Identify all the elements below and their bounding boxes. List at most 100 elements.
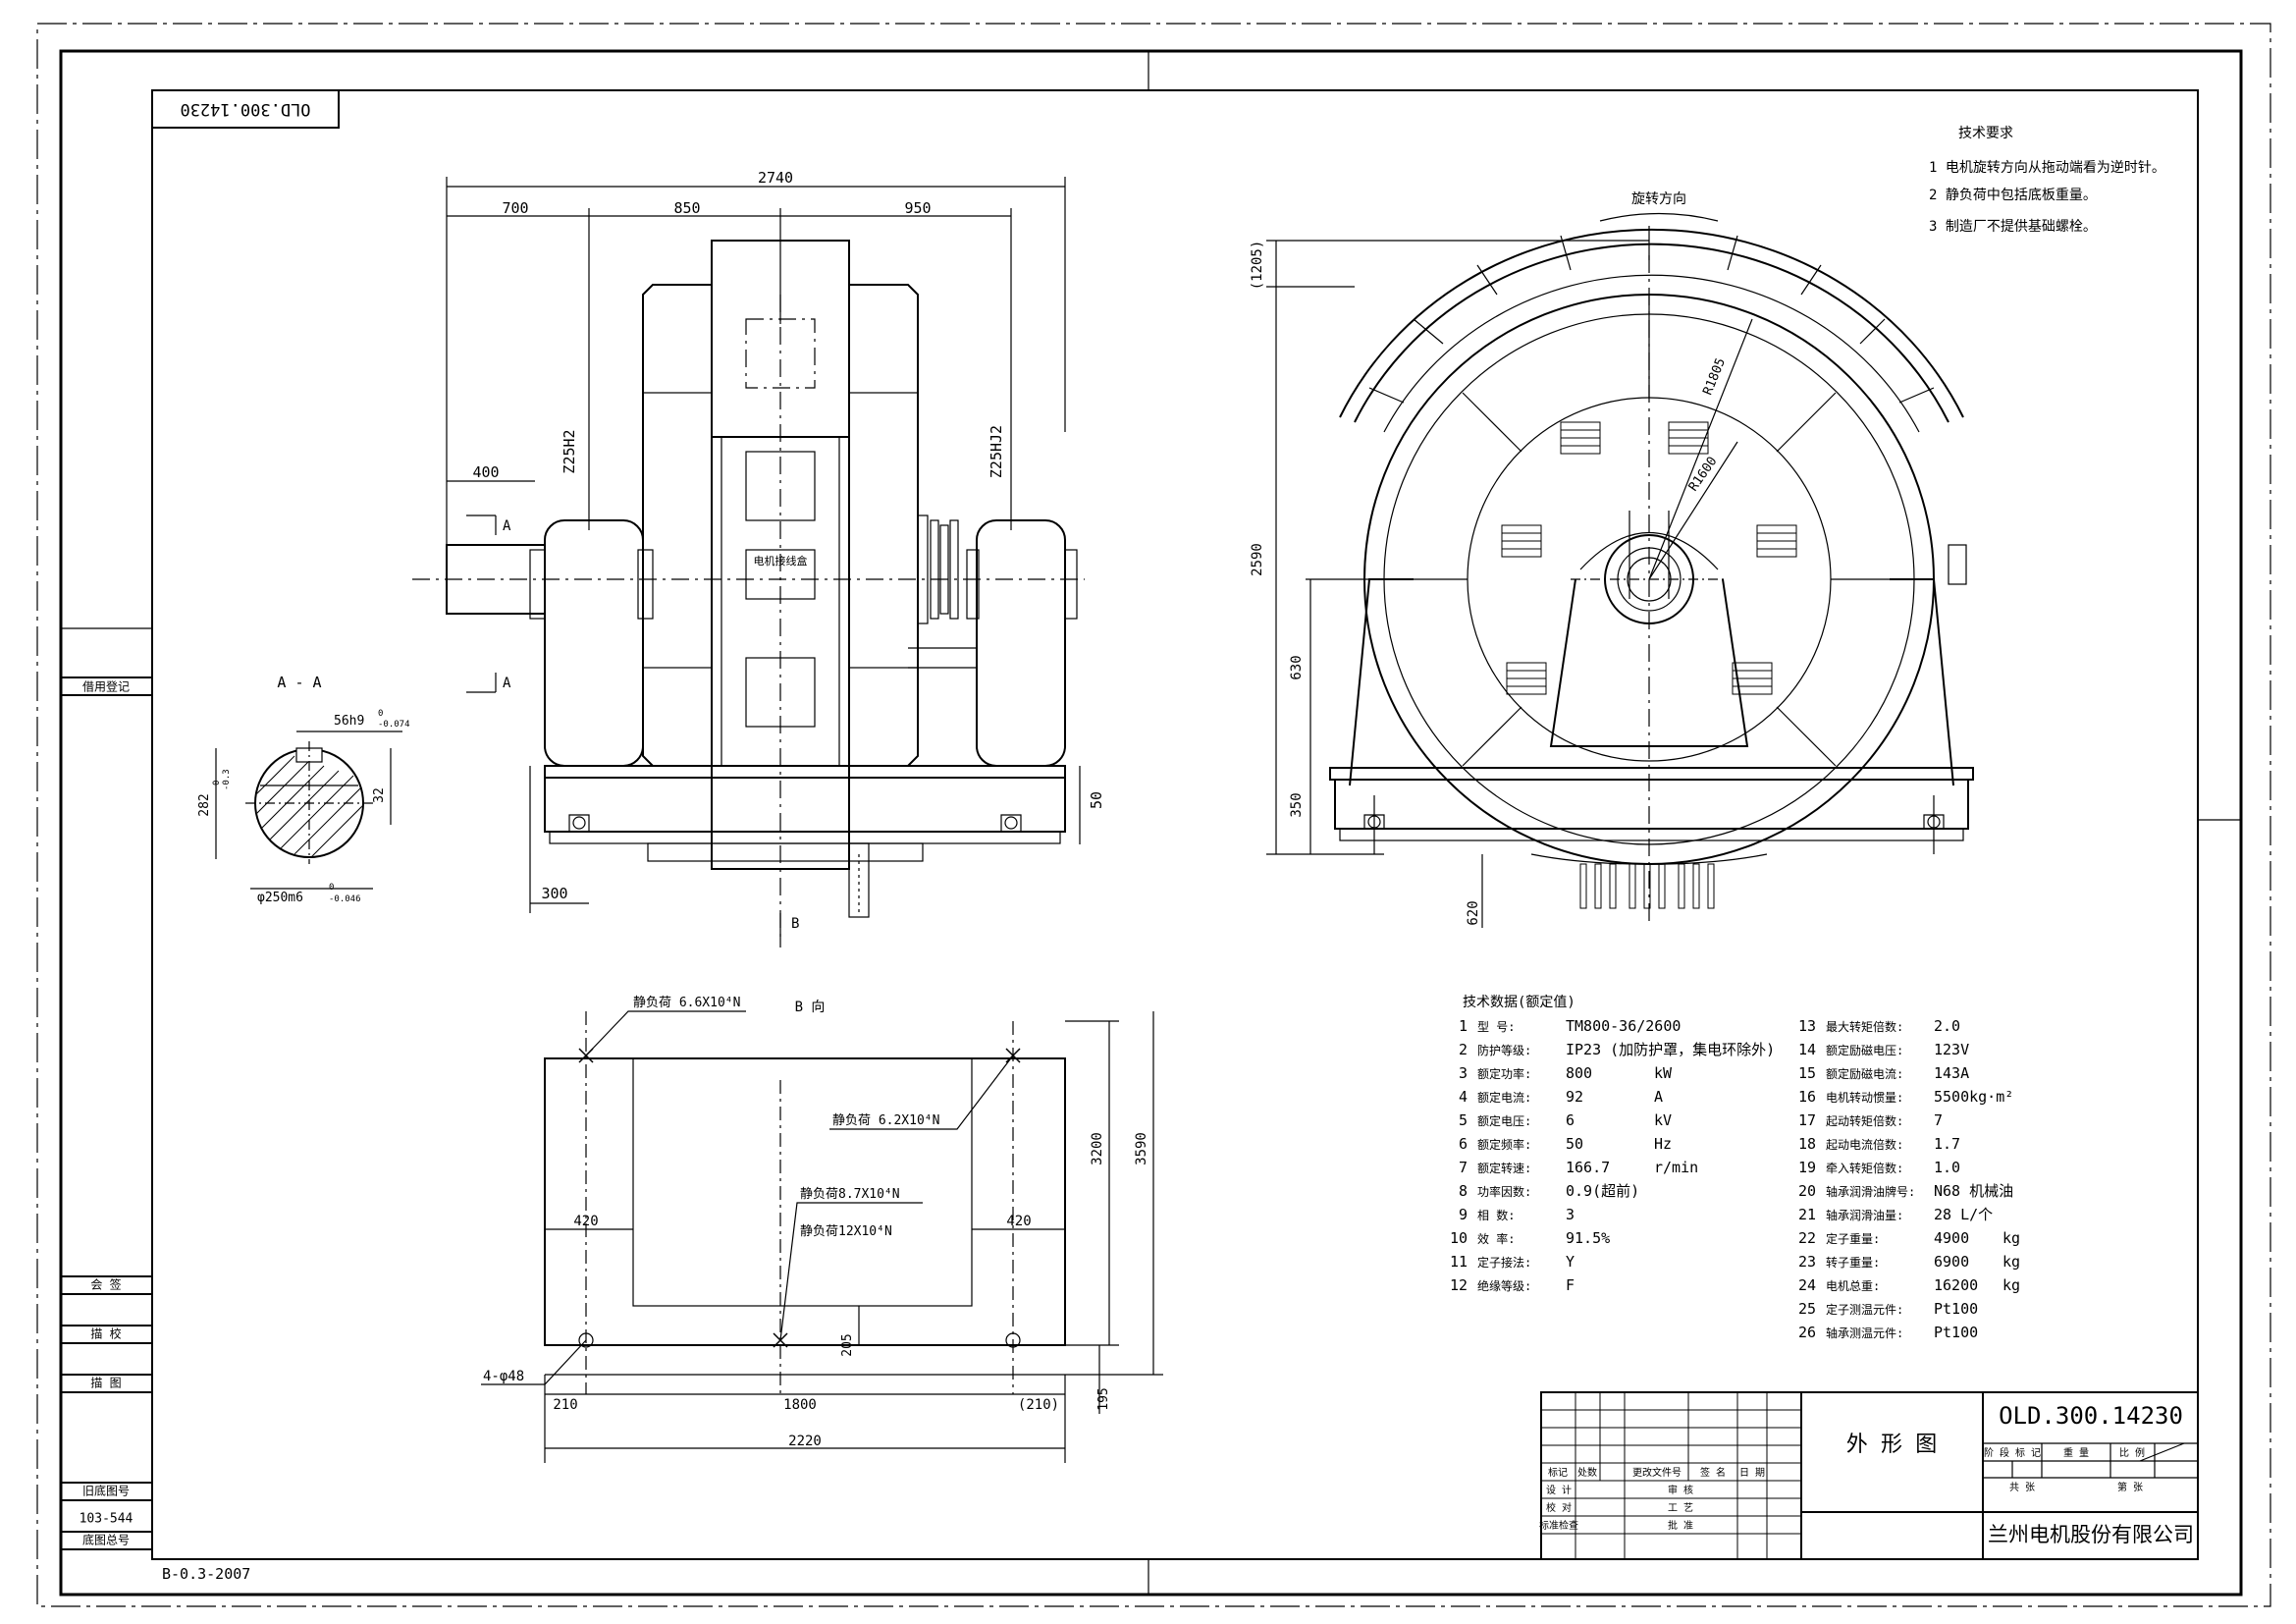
- bearing-right-label: Z25HJ2: [988, 425, 1005, 478]
- tech-data-right-unit: kg: [2002, 1253, 2020, 1271]
- tech-data-title: 技术数据(额定值): [1463, 995, 1575, 1010]
- tech-data-right-no: 25: [1798, 1300, 1816, 1318]
- dim-210: 210: [553, 1397, 577, 1413]
- dim-700: 700: [502, 199, 528, 217]
- dim-1205: (1205): [1250, 241, 1265, 291]
- tech-data-left-name: 绝缘等级:: [1477, 1278, 1531, 1293]
- bearing-left-label: Z25H2: [561, 429, 578, 473]
- sheet-no-label: 第 张: [2117, 1481, 2143, 1493]
- depth-tol-bot: -0.3: [222, 769, 232, 790]
- dim-420-right: 420: [1006, 1214, 1031, 1229]
- tech-data-left-value: IP23 (加防护罩，集电环除外): [1566, 1041, 1775, 1058]
- tech-data-right-value: 5500kg·m²: [1934, 1088, 2013, 1106]
- tech-data-right-value: 2.0: [1934, 1017, 1960, 1035]
- tech-data-right-unit: kg: [2002, 1229, 2020, 1247]
- tech-data-left-unit: r/min: [1654, 1159, 1698, 1176]
- dia-tol-top: 0: [329, 883, 334, 893]
- dim-210b: (210): [1018, 1397, 1059, 1413]
- tech-data-left-no: 5: [1459, 1111, 1468, 1129]
- tech-data-left-name: 额定电流:: [1477, 1090, 1531, 1105]
- sheets-total-label: 共 张: [2009, 1482, 2035, 1493]
- tech-data-left-no: 1: [1459, 1017, 1468, 1035]
- tech-data-right-no: 26: [1798, 1324, 1816, 1341]
- tech-data-left-no: 12: [1450, 1276, 1468, 1294]
- tech-data-right-name: 额定励磁电压:: [1826, 1043, 1903, 1057]
- section-a-a: A - A 56h9 0 -0.074 282 0 -0.3 32 φ250m6…: [197, 674, 410, 905]
- dim-420-left: 420: [573, 1214, 598, 1229]
- tech-data-right-name: 轴承润滑油牌号:: [1826, 1184, 1915, 1199]
- tech-data-right-no: 19: [1798, 1159, 1816, 1176]
- old-number-label: 旧底图号: [82, 1484, 130, 1498]
- tech-data-right-value: 143A: [1934, 1064, 1969, 1082]
- role-process: 工 艺: [1668, 1502, 1693, 1514]
- left-strip: 借用登记 会 签 描 校 描 图 旧底图号 103-544 底图总号: [60, 677, 153, 1550]
- tech-data-left-no: 3: [1459, 1064, 1468, 1082]
- dim-350: 350: [1289, 792, 1305, 817]
- depth-dim: 282: [197, 793, 212, 816]
- tech-data-left-value: Y: [1566, 1253, 1575, 1271]
- tech-data-left-name: 功率因数:: [1477, 1184, 1531, 1199]
- title-drawing-number: OLD.300.14230: [1999, 1402, 2183, 1430]
- tech-data-left-name: 定子接法:: [1477, 1255, 1531, 1270]
- tech-data-right-name: 额定励磁电流:: [1826, 1066, 1903, 1081]
- tech-data-left-value: 0.9(超前): [1566, 1182, 1639, 1200]
- dim-195: 195: [1096, 1387, 1111, 1410]
- drawing-name: 外 形 图: [1846, 1433, 1938, 1457]
- tech-req-item-2: 2 静负荷中包括底板重量。: [1929, 188, 2097, 203]
- company-name: 兰州电机股份有限公司: [1988, 1523, 2194, 1546]
- tech-data-right-no: 14: [1798, 1041, 1816, 1058]
- tech-data-left-value: 91.5%: [1566, 1229, 1610, 1247]
- tech-data-right-no: 20: [1798, 1182, 1816, 1200]
- dim-400: 400: [472, 463, 499, 481]
- tech-data-right-name: 轴承测温元件:: [1826, 1326, 1903, 1340]
- rotated-drawing-number-box: OLD.300.14230: [151, 89, 340, 129]
- tech-data-right-value: 1.0: [1934, 1159, 1960, 1176]
- terminal-leads: [1579, 863, 1715, 909]
- tech-data-left-value: 800: [1566, 1064, 1592, 1082]
- load-label-2: 静负荷 6.2X10⁴N: [832, 1113, 939, 1128]
- dim-2220: 2220: [788, 1434, 822, 1449]
- tech-req-item-1: 1 电机旋转方向从拖动端看为逆时针。: [1929, 160, 2165, 176]
- load-label-4: 静负荷12X10⁴N: [800, 1224, 892, 1239]
- load-label-3: 静负荷8.7X10⁴N: [800, 1187, 900, 1202]
- tech-data-right-name: 定子测温元件:: [1826, 1302, 1903, 1317]
- front-view: 2740 700 850 950 400 Z25H2 Z25HJ2 电机接线盒: [412, 169, 1105, 947]
- tech-data-left-name: 相 数:: [1477, 1208, 1515, 1222]
- section-mark-a-top: A: [503, 518, 511, 534]
- tech-data-left-unit: Hz: [1654, 1135, 1672, 1153]
- tech-data-left-no: 2: [1459, 1041, 1468, 1058]
- tech-data-right-unit: kg: [2002, 1276, 2020, 1294]
- key-depth: 32: [372, 787, 387, 803]
- tech-data-left-name: 额定电压:: [1477, 1113, 1531, 1128]
- tech-data-right-value: 4900: [1934, 1229, 1969, 1247]
- role-std: 标准检查: [1539, 1519, 1578, 1532]
- rotated-drawing-number: OLD.300.14230: [180, 99, 310, 119]
- tech-data-right-no: 15: [1798, 1064, 1816, 1082]
- tech-data-left-name: 型 号:: [1477, 1020, 1515, 1034]
- tech-data-right-no: 23: [1798, 1253, 1816, 1271]
- key-dim: 56h9: [334, 714, 364, 729]
- tech-data-right-value: 7: [1934, 1111, 1943, 1129]
- row-label-change-doc: 更改文件号: [1632, 1466, 1682, 1479]
- tech-data-left-no: 8: [1459, 1182, 1468, 1200]
- dim-620: 620: [1466, 900, 1481, 925]
- load-label-1: 静负荷 6.6X10⁴N: [633, 996, 740, 1010]
- stage-mark-label: 阶 段 标 记: [1984, 1446, 2041, 1459]
- scale-label: 比 例: [2119, 1446, 2145, 1459]
- tech-data-left-value: 50: [1566, 1135, 1583, 1153]
- tech-data-left-value: TM800-36/2600: [1566, 1017, 1681, 1035]
- outer-frame: [36, 23, 2271, 1607]
- dim-total: 2740: [758, 169, 793, 187]
- tech-data-left-no: 11: [1450, 1253, 1468, 1271]
- view-mark-b: B: [791, 916, 799, 932]
- depth-tol-top: 0: [212, 781, 222, 785]
- tech-data-left-value: 166.7: [1566, 1159, 1610, 1176]
- tech-data-left-unit: kV: [1654, 1111, 1672, 1129]
- diameter-dim: φ250m6: [257, 891, 303, 905]
- tech-data-right-name: 转子重量:: [1826, 1255, 1880, 1270]
- tech-data-right-no: 17: [1798, 1111, 1816, 1129]
- tech-data-right-value: 16200: [1934, 1276, 1978, 1294]
- tech-data-right-no: 22: [1798, 1229, 1816, 1247]
